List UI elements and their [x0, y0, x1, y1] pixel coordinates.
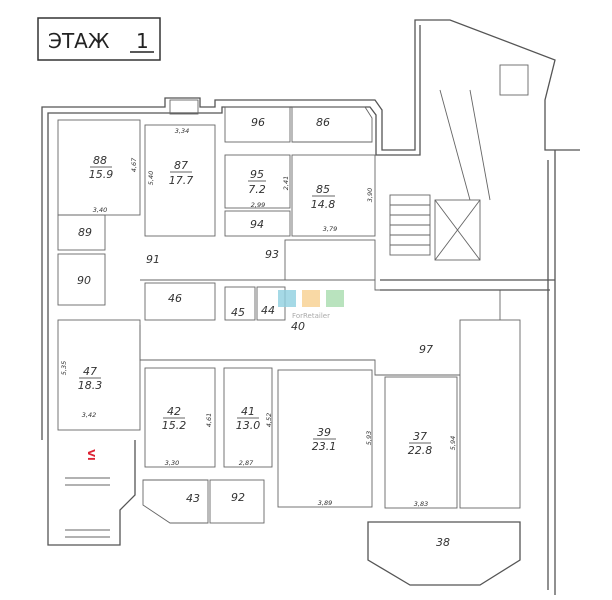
- svg-text:5,93: 5,93: [365, 431, 373, 445]
- room-38: 38: [436, 536, 450, 549]
- svg-text:3,83: 3,83: [414, 500, 428, 508]
- room-45: 45: [231, 306, 245, 319]
- svg-text:3,40: 3,40: [93, 206, 107, 214]
- svg-text:18.3: 18.3: [78, 379, 103, 392]
- svg-text:22.8: 22.8: [408, 444, 433, 457]
- svg-text:3,30: 3,30: [165, 459, 179, 467]
- room-92: 92: [231, 491, 245, 504]
- room-93: 93: [265, 248, 279, 261]
- floor-title-label: ЭТАЖ: [48, 29, 110, 53]
- svg-text:42: 42: [167, 405, 181, 418]
- room-87: 87 17.7: [169, 159, 194, 187]
- room-46: 46: [168, 292, 182, 305]
- svg-text:3,34: 3,34: [175, 127, 189, 135]
- room-90: 90: [77, 274, 91, 287]
- room-97: 97: [419, 343, 433, 356]
- floor-title: ЭТАЖ 1: [37, 17, 161, 61]
- dimensions: 4,67 3,40 5,40 3,34 2,41 2,99 3,90 3,79 …: [60, 127, 457, 508]
- svg-text:15.9: 15.9: [89, 168, 114, 181]
- svg-text:14.8: 14.8: [311, 198, 336, 211]
- room-96: 96: [251, 116, 265, 129]
- svg-text:88: 88: [93, 154, 107, 167]
- svg-text:37: 37: [413, 430, 427, 443]
- svg-text:41: 41: [241, 405, 255, 418]
- svg-text:7.2: 7.2: [248, 183, 266, 196]
- svg-text:4,67: 4,67: [130, 157, 138, 172]
- svg-text:2,87: 2,87: [239, 459, 254, 467]
- svg-text:3,79: 3,79: [323, 225, 337, 233]
- room-89: 89: [78, 226, 92, 239]
- section-marker: VI: [85, 449, 96, 460]
- svg-text:39: 39: [317, 426, 331, 439]
- svg-text:17.7: 17.7: [169, 174, 194, 187]
- svg-text:4,52: 4,52: [265, 413, 273, 427]
- watermark-text: ForRetailer: [292, 312, 330, 320]
- room-40: 40: [291, 320, 305, 333]
- svg-text:5,35: 5,35: [60, 361, 68, 375]
- watermark-square-2: [302, 290, 320, 307]
- svg-text:87: 87: [174, 159, 188, 172]
- svg-text:3,89: 3,89: [318, 499, 332, 507]
- watermark: ForRetailer: [278, 290, 344, 320]
- svg-text:2,99: 2,99: [251, 201, 265, 209]
- room-44: 44: [261, 304, 275, 317]
- svg-text:3,90: 3,90: [366, 188, 374, 202]
- room-94: 94: [250, 218, 264, 231]
- svg-text:5,94: 5,94: [449, 436, 457, 450]
- room-85: 85 14.8: [311, 183, 336, 211]
- room-91: 91: [146, 253, 160, 266]
- room-43: 43: [186, 492, 200, 505]
- room-86: 86: [316, 116, 330, 129]
- svg-text:5,40: 5,40: [147, 171, 155, 185]
- watermark-square-3: [326, 290, 344, 307]
- room-95: 957.2: [248, 168, 266, 196]
- svg-text:13.0: 13.0: [236, 419, 261, 432]
- svg-text:4,61: 4,61: [205, 413, 213, 427]
- svg-text:15.2: 15.2: [162, 419, 187, 432]
- svg-text:23.1: 23.1: [312, 440, 337, 453]
- walls: [41, 19, 580, 595]
- watermark-square-1: [278, 290, 296, 307]
- svg-text:2,41: 2,41: [282, 176, 290, 190]
- floor-number: 1: [136, 29, 149, 53]
- svg-text:95: 95: [250, 168, 264, 181]
- svg-text:85: 85: [316, 183, 330, 196]
- svg-text:3,42: 3,42: [82, 411, 96, 419]
- svg-text:47: 47: [83, 365, 97, 378]
